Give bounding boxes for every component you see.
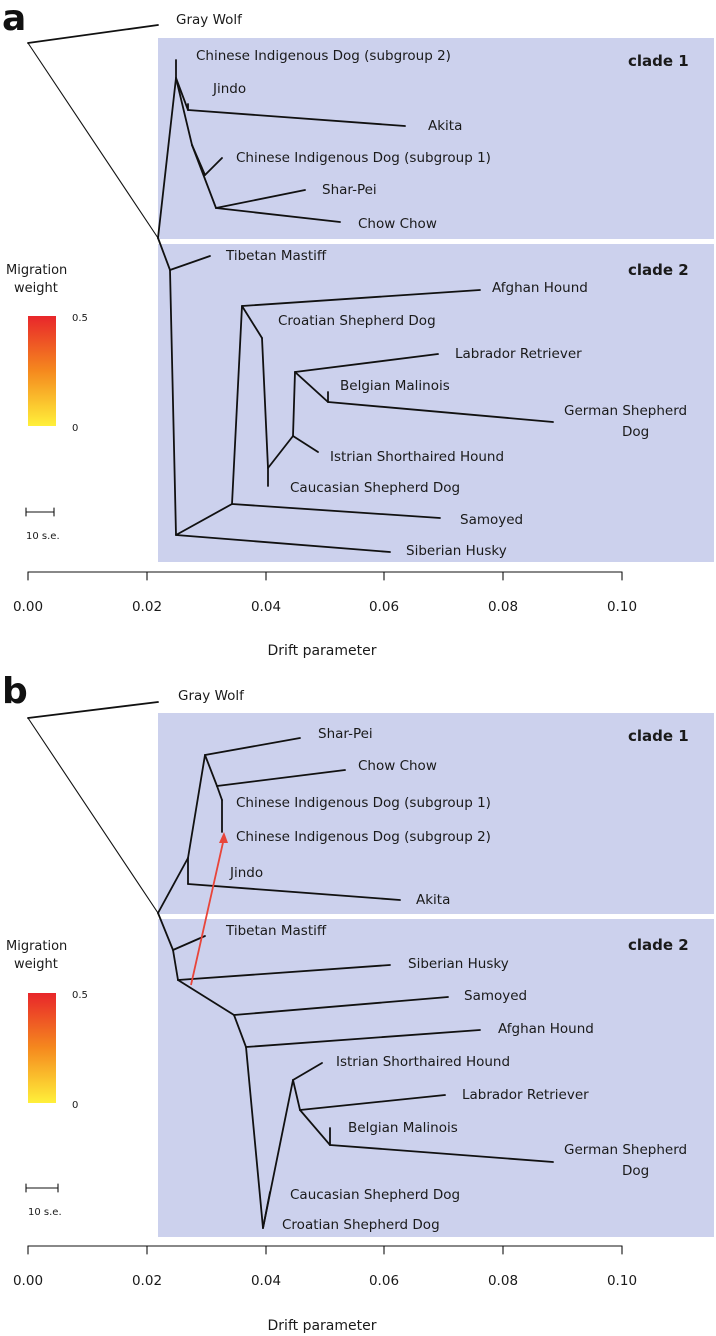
leaf-istrian-shorthaired-hound: Istrian Shorthaired Hound [336,1054,510,1070]
tick-label-5: 0.10 [607,1273,637,1289]
panel-a: a clade 1 clade 2 [2,0,714,659]
panel-b: b clade 1 clade 2 [2,671,714,1334]
drift-axis: 0.00 0.02 0.04 0.06 0.08 0.10 Drift para… [13,571,637,659]
legend-title-line1: Migration [6,263,67,278]
axis-title: Drift parameter [268,1318,377,1334]
clade-2-background [158,919,714,1237]
leaf-samoyed: Samoyed [464,988,527,1004]
leaf-german-shepherd-dog: Dog [622,1163,649,1179]
leaf-german-shepherd-dog: Dog [622,424,649,440]
leaf-chinese-indigenous-subgroup-2: Chinese Indigenous Dog (subgroup 2) [236,829,491,845]
legend-min: 0 [72,423,78,434]
legend-min: 0 [72,1100,78,1111]
leaf-chinese-indigenous-subgroup-1: Chinese Indigenous Dog (subgroup 1) [236,150,491,166]
leaf-croatian-shepherd-dog: Croatian Shepherd Dog [282,1217,440,1233]
legend-color-bar [28,993,56,1103]
leaf-samoyed: Samoyed [460,512,523,528]
leaf-german-shepherd: German Shepherd [564,1142,687,1158]
leaf-akita: Akita [416,892,450,908]
leaf-caucasian-shepherd-dog: Caucasian Shepherd Dog [290,480,460,496]
clade-1-label: clade 1 [628,727,689,745]
migration-edge [190,832,228,986]
leaf-akita: Akita [428,118,462,134]
legend-title-line2: weight [14,957,58,972]
tick-label-3: 0.06 [369,1273,399,1289]
leaf-chinese-indigenous-subgroup-1: Chinese Indigenous Dog (subgroup 1) [236,795,491,811]
leaf-jindo: Jindo [212,81,246,97]
drift-axis: 0.00 0.02 0.04 0.06 0.08 0.10 Drift para… [13,1245,637,1334]
leaf-shar-pei: Shar-Pei [322,182,377,198]
leaf-belgian-malinois: Belgian Malinois [340,378,450,394]
clade-1-background [158,38,714,239]
legend-color-bar [28,316,56,426]
leaf-shar-pei: Shar-Pei [318,726,373,742]
axis-title: Drift parameter [268,643,377,659]
legend-max: 0.5 [72,990,88,1001]
leaf-croatian-shepherd-dog: Croatian Shepherd Dog [278,313,436,329]
clade-1-label: clade 1 [628,52,689,70]
leaf-gray-wolf: Gray Wolf [176,12,243,28]
tree-branches [27,24,554,553]
tick-label-5: 0.10 [607,599,637,615]
tick-label-2: 0.04 [251,1273,281,1289]
tick-label-4: 0.08 [488,599,518,615]
tick-label-1: 0.02 [132,599,162,615]
leaf-siberian-husky: Siberian Husky [406,543,507,559]
leaf-istrian-shorthaired-hound: Istrian Shorthaired Hound [330,449,504,465]
leaf-labrador-retriever: Labrador Retriever [455,346,582,362]
tick-label-0: 0.00 [13,1273,43,1289]
panel-letter-b: b [2,671,28,712]
tick-label-1: 0.02 [132,1273,162,1289]
leaf-caucasian-shepherd-dog: Caucasian Shepherd Dog [290,1187,460,1203]
legend-title-line1: Migration [6,939,67,954]
migration-legend: Migration weight 0.5 0 10 s.e. [6,263,88,542]
tick-label-2: 0.04 [251,599,281,615]
legend-max: 0.5 [72,313,88,324]
legend-title-line2: weight [14,281,58,296]
leaf-german-shepherd: German Shepherd [564,403,687,419]
leaf-siberian-husky: Siberian Husky [408,956,509,972]
tick-label-4: 0.08 [488,1273,518,1289]
leaf-belgian-malinois: Belgian Malinois [348,1120,458,1136]
leaf-chow-chow: Chow Chow [358,216,437,232]
arrow-head-icon [219,832,228,843]
leaf-labrador-retriever: Labrador Retriever [462,1087,589,1103]
migration-legend: Migration weight 0.5 0 10 s.e. [6,939,88,1218]
leaf-chow-chow: Chow Chow [358,758,437,774]
tree-branches [27,701,554,1229]
leaf-tibetan-mastiff: Tibetan Mastiff [225,923,327,939]
leaf-afghan-hound: Afghan Hound [492,280,588,296]
tick-label-3: 0.06 [369,599,399,615]
clade-2-label: clade 2 [628,261,689,279]
leaf-jindo: Jindo [229,865,263,881]
scale-bar-label: 10 s.e. [26,531,60,542]
leaf-chinese-indigenous-subgroup-2: Chinese Indigenous Dog (subgroup 2) [196,48,451,64]
clade-2-background [158,244,714,562]
leaf-tibetan-mastiff: Tibetan Mastiff [225,248,327,264]
scale-bar-label: 10 s.e. [28,1207,62,1218]
clade-2-label: clade 2 [628,936,689,954]
tick-label-0: 0.00 [13,599,43,615]
leaf-gray-wolf: Gray Wolf [178,688,245,704]
leaf-afghan-hound: Afghan Hound [498,1021,594,1037]
panel-letter-a: a [2,0,26,39]
